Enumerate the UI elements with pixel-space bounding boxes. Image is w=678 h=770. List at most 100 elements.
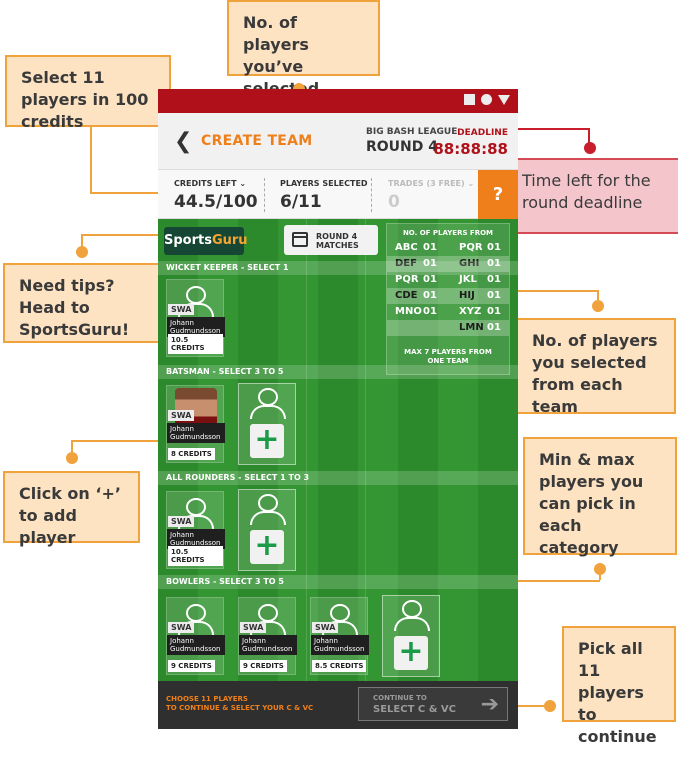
panel-footnote: MAX 7 PLAYERS FROM ONE TEAM (387, 348, 509, 366)
connector-line (71, 440, 73, 454)
bottom-bar: CHOOSE 11 PLAYERS TO CONTINUE & SELECT Y… (158, 681, 518, 729)
round-label: ROUND 4 (366, 139, 439, 155)
team-code: PQR (459, 242, 483, 253)
player-silhouette-icon (394, 617, 430, 631)
player-silhouette-icon (258, 604, 278, 622)
connector-line (588, 128, 590, 148)
panel-footnote-line: MAX 7 PLAYERS FROM (404, 348, 492, 356)
player-credits: 8.5 CREDITS (312, 660, 367, 672)
callout-players-selected: No. of players you’ve selected (227, 0, 380, 98)
deadline-label: DEADLINE (457, 128, 508, 138)
players-per-team-panel: NO. OF PLAYERS FROM ABC 01 PQR 01 DEF 01… (386, 223, 510, 375)
section-header-batsman: BATSMAN - SELECT 3 TO 5 (158, 365, 518, 379)
team-count: 01 (423, 242, 437, 253)
team-code: HIJ (459, 290, 475, 301)
team-code: XYZ (459, 306, 482, 317)
team-code: ABC (395, 242, 418, 253)
player-credits: 8 CREDITS (168, 448, 215, 460)
players-selected-label: PLAYERS SELECTED (280, 179, 368, 188)
team-count: 01 (487, 274, 501, 285)
player-credits: 9 CREDITS (240, 660, 287, 672)
round-matches-button[interactable]: ROUND 4 MATCHES (284, 225, 378, 255)
recents-icon[interactable] (464, 94, 475, 105)
sportsguru-label-accent: Guru (211, 233, 248, 248)
team-count-row: LMN 01 (387, 320, 509, 336)
player-silhouette-icon (402, 600, 422, 618)
player-silhouette-icon (250, 511, 286, 525)
team-count: 01 (487, 306, 501, 317)
home-icon[interactable] (481, 94, 492, 105)
add-player-button[interactable]: + (250, 424, 284, 458)
team-field: SportsGuru ROUND 4 MATCHES NO. OF PLAYER… (158, 219, 518, 681)
callout-sportsguru-tips: Need tips? Head to SportsGuru! (3, 263, 161, 343)
player-silhouette-icon (186, 604, 206, 622)
continue-hint-line: CHOOSE 11 PLAYERS (166, 695, 248, 703)
divider (264, 178, 265, 212)
help-button[interactable]: ? (478, 170, 518, 220)
add-player-button[interactable]: + (394, 636, 428, 670)
connector-line (90, 192, 170, 194)
team-count: 01 (487, 322, 501, 333)
add-all-rounder-slot[interactable]: + (238, 489, 296, 571)
section-header-bowlers: BOWLERS - SELECT 3 TO 5 (158, 575, 518, 589)
player-team: SWA (240, 622, 267, 633)
team-count-row: MNO 01 XYZ 01 (387, 304, 509, 320)
player-team: SWA (168, 622, 195, 633)
connector-line (81, 234, 181, 236)
player-credits: 10.5 CREDITS (168, 334, 223, 354)
trades-dropdown[interactable]: TRADES (3 FREE) ⌄ (388, 179, 475, 188)
continue-button[interactable]: CONTINUE TO SELECT C & VC ➔ (358, 687, 508, 721)
sportsguru-button[interactable]: SportsGuru (164, 227, 248, 255)
team-count: 01 (423, 274, 437, 285)
status-bar (158, 89, 518, 113)
player-credits: 10.5 CREDITS (168, 546, 223, 566)
continue-label: CONTINUE TO (373, 694, 427, 702)
player-team: SWA (168, 410, 195, 421)
player-silhouette-icon (186, 498, 206, 516)
connector-line (81, 234, 83, 248)
player-team: SWA (312, 622, 339, 633)
deadline-timer: 88:88:88 (433, 140, 508, 158)
team-code: PQR (395, 274, 419, 285)
callout-add-player: Click on ‘+’ to add player (3, 471, 140, 547)
player-silhouette-icon (250, 405, 286, 419)
players-selected-value: 6/11 (280, 192, 322, 212)
credits-left-value: 44.5/100 (174, 192, 258, 212)
team-count-row: PQR 01 JKL 01 (387, 272, 509, 288)
matches-label: ROUND 4 (316, 232, 358, 241)
credits-left-dropdown[interactable]: CREDITS LEFT ⌄ (174, 179, 247, 188)
matches-label: MATCHES (316, 241, 359, 250)
page-title: CREATE TEAM (201, 133, 313, 149)
team-code: JKL (459, 274, 477, 285)
section-header-wicket-keeper: WICKET KEEPER - SELECT 1 (158, 261, 518, 275)
panel-title: NO. OF PLAYERS FROM (402, 229, 494, 237)
add-player-button[interactable]: + (250, 530, 284, 564)
team-count: 01 (487, 290, 501, 301)
section-header-all-rounders: ALL ROUNDERS - SELECT 1 TO 3 (158, 471, 518, 485)
team-count: 01 (423, 306, 437, 317)
player-team: SWA (168, 304, 195, 315)
back-triangle-icon[interactable] (498, 94, 510, 105)
connector-line (506, 705, 546, 707)
player-silhouette-icon (186, 286, 206, 304)
add-batsman-slot[interactable]: + (238, 383, 296, 465)
connector-line (90, 127, 92, 193)
callout-min-max: Min & max players you can pick in each c… (523, 437, 677, 557)
player-team: SWA (168, 516, 195, 527)
team-code: CDE (395, 290, 418, 301)
connector-dot (592, 300, 604, 312)
team-count: 01 (423, 258, 437, 269)
add-bowler-slot[interactable]: + (382, 595, 440, 677)
back-chevron-icon[interactable]: ❮ (174, 129, 193, 154)
